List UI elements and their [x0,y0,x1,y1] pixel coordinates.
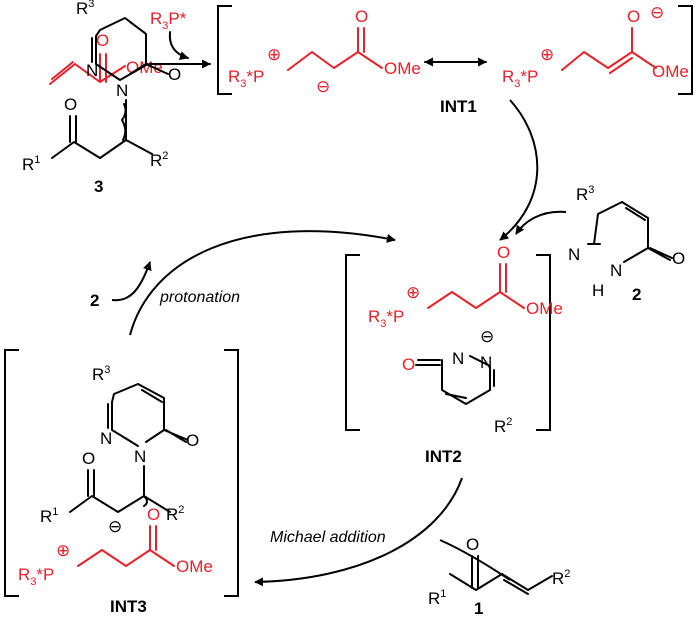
enone-1-label: 1 [474,599,483,618]
int1-bracket-left [217,5,232,95]
int2-r2: R2 [494,416,512,436]
pyridazinone-oxygen: O [672,249,685,268]
int1b-oxygen: O [627,7,640,26]
int3-ome: OMe [176,557,213,576]
int3-r2: R2 [166,504,184,524]
int3-phosphonium: R3*P [18,565,54,588]
int1a-minus: ⊖ [316,77,330,96]
int3-oxygen: O [186,431,199,450]
enone-oxygen: O [466,535,479,554]
int2-anion-oxygen: O [402,355,415,374]
int1b-minus: ⊖ [650,3,664,22]
int1b-plus: ⊕ [540,45,554,64]
int2-label: INT2 [425,447,462,466]
product-r1: R1 [22,154,40,174]
enone-r2: R2 [552,568,570,588]
product-3: R3 N N O O R1 R2 3 [22,0,181,196]
int1-bracket-right [678,5,693,95]
int3-bracket-left [4,349,19,597]
int2-ester-oxygen: O [497,243,510,262]
catalyst-r3p: R3P* [150,9,187,32]
int3-bracket-right [224,349,239,597]
step-label-michael: Michael addition [270,529,386,546]
catalyst-attack-arrow [168,31,189,60]
int3-label: INT3 [110,597,147,616]
int1-zwitterion-b: R3*P ⊕ O ⊖ OMe [502,3,689,90]
reagent-2-label: 2 [90,291,99,310]
catalyst-label: R3P* [150,9,187,32]
int2-n2: N [480,353,492,372]
int2-minus: ⊖ [480,327,494,346]
int2-plus: ⊕ [406,283,420,302]
int3-n1: N [100,429,112,448]
product-ketone-oxygen: O [64,95,77,114]
int1-label: INT1 [440,97,477,116]
int2-ion-pair: R3*P ⊕ O OMe O N N ⊖ R2 [368,243,563,436]
pyridazinone-n2: N [610,261,622,280]
product-n2: N [116,81,128,100]
int2-n1: N [452,349,464,368]
product-n1: N [86,61,98,80]
product-3-label: 3 [94,177,103,196]
pyridazinone-n1: N [568,245,580,264]
acrylate-oxygen: O [96,31,109,50]
int3-r1: R1 [40,506,58,526]
pyridazinone-2-label: 2 [632,285,641,304]
cycle-arrow-int1-to-int2 [499,99,539,241]
int3-zwitterion: R3 N N O O R1 ⊖ R2 R3*P ⊕ O OMe [18,364,213,588]
int3-plus: ⊕ [56,541,70,560]
protonation-release-arrow [111,261,152,302]
int2-bracket-right [536,254,551,431]
int2-bracket-left [345,254,360,431]
product-oxygen: O [168,65,181,84]
int3-carbanion-minus: ⊖ [108,517,122,536]
int1a-ome: OMe [384,59,421,78]
cycle-arrow-int2-to-int3 [254,477,463,587]
int1b-phosphonium: R3*P [502,67,538,90]
int3-ester-oxygen: O [147,505,160,524]
pyridazinone-r3: R3 [576,184,594,204]
int3-r3: R3 [92,364,110,384]
step-label-protonation: protonation [159,289,240,306]
product-r3: R3 [76,0,94,18]
cycle-arrow-int3-to-int2 [129,230,396,336]
product-r2: R2 [150,150,168,170]
int1-zwitterion-a: R3*P ⊕ ⊖ O OMe [228,7,421,96]
pyridazinone-2: R3 N N H O 2 [568,184,685,304]
int3-n2: N [134,447,146,466]
enone-1: O R1 R2 1 [428,535,570,618]
enone-r1: R1 [428,588,446,608]
int1a-oxygen: O [355,7,368,26]
pyridazinone-h: H [592,281,604,300]
int1a-phosphonium: R3*P [228,67,264,90]
int3-ketone-oxygen: O [82,449,95,468]
int1a-plus: ⊕ [267,45,281,64]
pyridazinone-entry-arrow [515,210,567,235]
int2-phosphonium: R3*P [368,307,404,330]
int2-ome: OMe [526,299,563,318]
int1b-ome: OMe [652,62,689,81]
